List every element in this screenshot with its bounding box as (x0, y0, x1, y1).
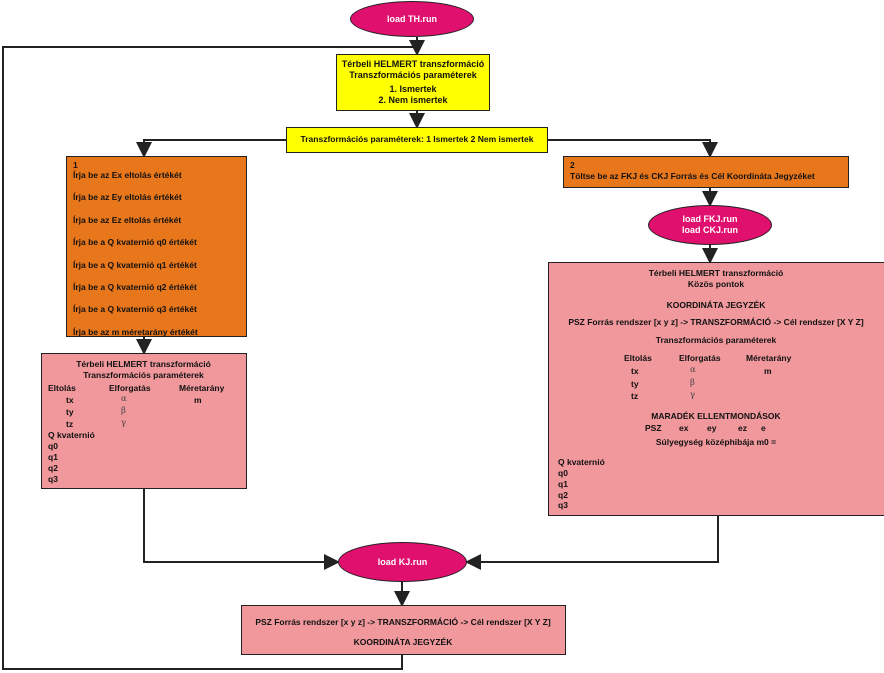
right-result-title: Térbeli HELMERT transzformáció (648, 268, 784, 278)
header-elforgatas: Elforgatás (109, 383, 151, 393)
top-box-title: Térbeli HELMERT transzformáció (341, 59, 485, 69)
input-line: Írja be a Q kvaternió q3 értékét (73, 304, 197, 315)
edge-leftresult-to-kj (143, 489, 340, 570)
manual-input-number: 1 (73, 160, 78, 170)
param-ty: ty (66, 407, 74, 417)
residual-col-e: e (761, 423, 766, 433)
output-transformation-line: PSZ Forrás rendszer [x y z] -> TRANSZFOR… (255, 617, 551, 627)
right-param-q0: q0 (558, 468, 568, 478)
load-th-label: load TH.run (387, 13, 437, 24)
coordinate-list-output-box: PSZ Forrás rendszer [x y z] -> TRANSZFOR… (241, 605, 566, 655)
param-q3: q3 (48, 474, 58, 484)
right-header-elforgatas: Elforgatás (679, 353, 721, 363)
edge-loop-back (2, 46, 417, 670)
load-kj-node: load KJ.run (338, 542, 467, 582)
left-result-title: Térbeli HELMERT transzformáció (76, 359, 211, 369)
manual-input-box: 1 Írja be az Ex eltolás értékét Írja be … (66, 156, 247, 337)
right-param-q3: q3 (558, 500, 568, 510)
load-ckj-label: load CKJ.run (681, 225, 738, 235)
residual-col-ex: ex (679, 423, 689, 433)
load-kj-label: load KJ.run (377, 556, 428, 567)
residuals-heading: MARADÉK ELLENTMONDÁSOK (651, 411, 781, 421)
right-params-heading: Transzformációs paraméterek (655, 335, 777, 345)
edge-rightresult-to-kj (465, 516, 719, 570)
residual-col-ey: ey (707, 423, 717, 433)
input-line: Írja be a Q kvaternió q1 értékét (73, 259, 197, 270)
param-alpha: α (121, 394, 127, 404)
quaternion-label: Q kvaternió (48, 430, 95, 440)
decision-label: Transzformációs paraméterek: 1 Ismertek … (300, 134, 534, 144)
helmert-params-box: Térbeli HELMERT transzformáció Transzfor… (336, 54, 490, 111)
input-line: Írja be a Q kvaternió q2 értékét (73, 281, 197, 292)
param-beta: β (121, 406, 126, 416)
right-quaternion-label: Q kvaternió (558, 457, 605, 467)
top-box-option-1: 1. Ismertek (389, 84, 437, 94)
edge-decision-to-right (548, 139, 718, 158)
right-header-eltolas: Eltolás (624, 353, 652, 363)
load-files-number: 2 (570, 160, 575, 170)
top-box-option-2: 2. Nem ismertek (378, 95, 448, 105)
right-param-ty: ty (631, 379, 639, 389)
param-tz: tz (66, 419, 74, 429)
load-fkj-ckj-node: load FKJ.run load CKJ.run (648, 205, 772, 245)
params-result-box: Térbeli HELMERT transzformáció Transzfor… (41, 353, 247, 489)
right-result-subtitle: Közös pontok (687, 279, 745, 289)
input-line: Írja be az Ez eltolás értékét (73, 214, 182, 225)
load-fkj-label: load FKJ.run (682, 214, 738, 224)
right-param-beta: β (690, 378, 695, 388)
param-gamma: γ (121, 418, 127, 428)
input-line: Írja be az Ex eltolás értékét (73, 170, 182, 180)
output-coordinate-list-heading: KOORDINÁTA JEGYZÉK (353, 637, 453, 647)
residual-col-ez: ez (738, 423, 747, 433)
header-eltolas: Eltolás (48, 383, 76, 393)
right-param-q1: q1 (558, 479, 568, 489)
param-q0: q0 (48, 441, 58, 451)
transformation-line: PSZ Forrás rendszer [x y z] -> TRANSZFOR… (568, 317, 864, 327)
param-q1: q1 (48, 452, 58, 462)
edge-decision-to-left (136, 139, 288, 158)
right-header-meretarany: Méretarány (746, 353, 792, 363)
right-param-tx: tx (631, 366, 639, 376)
input-line: Írja be az Ey eltolás értékét (73, 192, 182, 203)
weight-unit-error: Súlyegység középhibája m0 = (655, 437, 777, 447)
top-box-subtitle: Transzformációs paraméterek (349, 70, 477, 80)
decision-box: Transzformációs paraméterek: 1 Ismertek … (286, 127, 548, 153)
common-points-result-box: Térbeli HELMERT transzformáció Közös pon… (548, 262, 884, 516)
residual-col-psz: PSZ (645, 423, 662, 433)
left-result-subtitle: Transzformációs paraméterek (83, 370, 204, 380)
coordinate-list-heading: KOORDINÁTA JEGYZÉK (666, 300, 766, 310)
param-tx: tx (66, 395, 74, 405)
right-param-gamma: γ (690, 390, 696, 400)
right-param-m: m (764, 366, 772, 376)
load-files-box: 2 Töltse be az FKJ és CKJ Forrás és Cél … (563, 156, 849, 188)
right-param-tz: tz (631, 391, 639, 401)
param-q2: q2 (48, 463, 58, 473)
load-files-text: Töltse be az FKJ és CKJ Forrás és Cél Ko… (570, 171, 815, 181)
input-line: Írja be az m méretarány értékét (73, 326, 198, 337)
load-th-node: load TH.run (350, 1, 474, 37)
right-param-alpha: α (690, 365, 696, 375)
input-line: Írja be a Q kvaternió q0 értékét (73, 237, 197, 248)
header-meretarany: Méretarány (179, 383, 225, 393)
param-m: m (194, 395, 202, 405)
right-param-q2: q2 (558, 490, 568, 500)
